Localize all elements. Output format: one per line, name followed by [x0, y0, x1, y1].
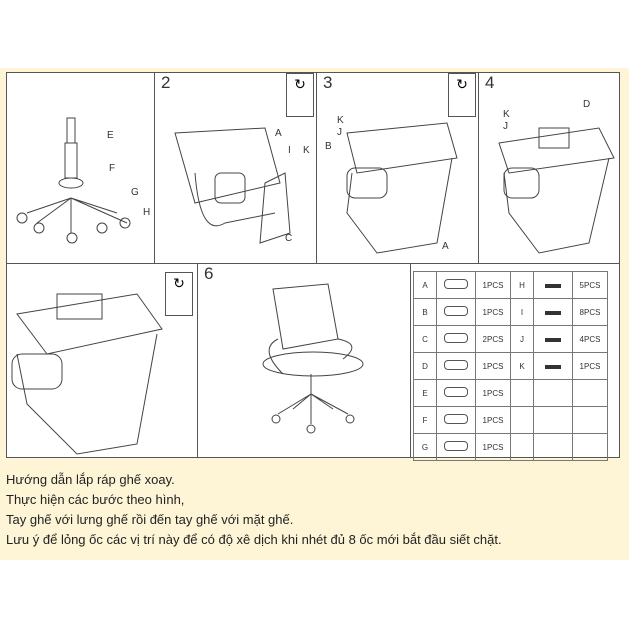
part-quantity — [572, 379, 608, 407]
label-a: A — [275, 128, 282, 139]
part-letter: D — [413, 352, 437, 380]
caption-line: Lưu ý để lỏng ốc các vị trí này để có độ… — [6, 532, 502, 547]
part-image — [533, 433, 573, 461]
label-c: C — [285, 233, 293, 244]
part-letter: I — [510, 298, 534, 326]
step-4: 4 K J D — [478, 72, 620, 264]
part-letter — [510, 379, 534, 407]
seat-sketch — [346, 122, 458, 254]
part-letter: K — [510, 352, 534, 380]
rotate-icon: ↻ — [165, 272, 193, 316]
part-quantity: 8PCS — [572, 298, 608, 326]
caption-line: Tay ghế với lưng ghế rồi đến tay ghế với… — [6, 512, 294, 527]
step-number: 4 — [485, 73, 495, 92]
part-quantity: 1PCS — [475, 433, 511, 461]
label-k: K — [337, 115, 344, 126]
part-quantity: 4PCS — [572, 325, 608, 353]
part-image — [436, 433, 476, 461]
label-e: E — [107, 130, 114, 141]
label-f: F — [109, 163, 116, 174]
mechanism-sketch — [498, 127, 615, 254]
assembled-seat-sketch — [11, 293, 163, 455]
part-image — [436, 352, 476, 380]
label-j: J — [503, 121, 508, 132]
part-letter: H — [510, 271, 534, 299]
caption-line: Thực hiện các bước theo hình, — [6, 492, 185, 507]
step-3: 3 ↻ K J B A — [316, 72, 479, 264]
part-image — [533, 352, 573, 380]
part-quantity: 1PCS — [475, 379, 511, 407]
part-image — [436, 298, 476, 326]
caption-line: Hướng dẫn lắp ráp ghế xoay. — [6, 472, 175, 487]
step-5: ↻ — [6, 263, 198, 458]
parts-row: F 1PCS — [413, 406, 608, 434]
part-image — [533, 406, 573, 434]
part-quantity: 1PCS — [475, 298, 511, 326]
part-image — [533, 271, 573, 299]
parts-row: E 1PCS — [413, 379, 608, 407]
part-letter: F — [413, 406, 437, 434]
part-quantity: 1PCS — [475, 352, 511, 380]
part-quantity — [572, 433, 608, 461]
part-image — [533, 298, 573, 326]
step-number: 3 — [323, 73, 333, 92]
part-quantity: 5PCS — [572, 271, 608, 299]
label-a: A — [442, 241, 449, 252]
label-k: K — [303, 145, 310, 156]
part-letter: G — [413, 433, 437, 461]
parts-row: G 1PCS — [413, 433, 608, 461]
base-sketch — [16, 117, 131, 244]
part-image — [533, 379, 573, 407]
label-h: H — [143, 207, 151, 218]
part-letter: C — [413, 325, 437, 353]
rotate-icon: ↻ — [286, 73, 314, 117]
part-image — [436, 271, 476, 299]
part-quantity: 1PCS — [475, 406, 511, 434]
part-quantity: 1PCS — [572, 352, 608, 380]
step-number: 6 — [204, 264, 214, 283]
step-6: 6 — [197, 263, 411, 458]
part-letter: E — [413, 379, 437, 407]
part-letter — [510, 406, 534, 434]
label-d: D — [583, 99, 591, 110]
rotate-icon: ↻ — [448, 73, 476, 117]
label-b: B — [325, 141, 332, 152]
label-i: I — [288, 145, 291, 156]
part-quantity: 2PCS — [475, 325, 511, 353]
part-letter — [510, 433, 534, 461]
part-image — [436, 406, 476, 434]
part-image — [436, 379, 476, 407]
part-letter: J — [510, 325, 534, 353]
part-quantity: 1PCS — [475, 271, 511, 299]
step-1: E F G H — [6, 72, 155, 264]
part-letter: B — [413, 298, 437, 326]
label-j: J — [337, 127, 342, 138]
finished-chair-sketch — [262, 283, 364, 434]
label-g: G — [131, 187, 139, 198]
backrest-sketch — [174, 127, 291, 244]
label-k: K — [503, 109, 510, 120]
step-number: 2 — [161, 73, 171, 92]
part-image — [436, 325, 476, 353]
part-quantity — [572, 406, 608, 434]
step-2: 2 ↻ A I K C — [154, 72, 317, 264]
part-letter: A — [413, 271, 437, 299]
caption: Hướng dẫn lắp ráp ghế xoay. Thực hiện cá… — [6, 470, 502, 550]
part-image — [533, 325, 573, 353]
